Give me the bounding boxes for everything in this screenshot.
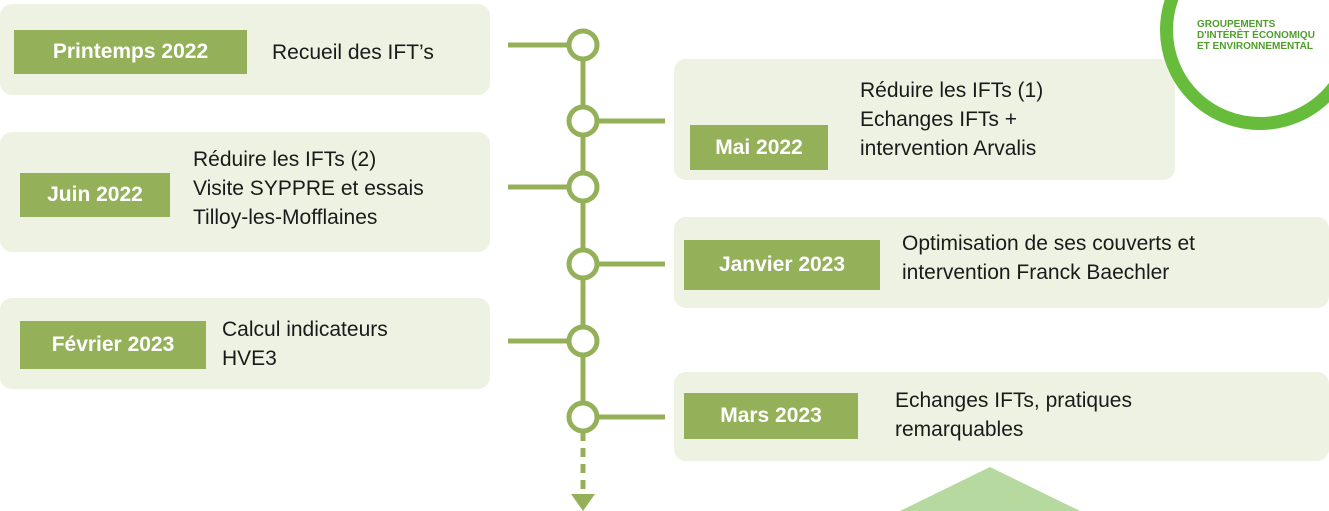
event-description-janvier-2023: Optimisation de ses couverts et interven… [902,232,1195,284]
event-date-fevrier-2023: Février 2023 [20,321,206,369]
timeline-node [566,324,600,358]
event-description-juin-2022: Réduire les IFTs (2) Visite SYPPRE et es… [193,148,424,229]
event-date-mai-2022: Mai 2022 [690,125,828,170]
event-description-fevrier-2023: Calcul indicateurs HVE3 [222,318,388,370]
event-description-mars-2023: Echanges IFTs, pratiques remarquables [895,389,1132,441]
event-date-printemps-2022: Printemps 2022 [14,30,247,74]
timeline-node [566,28,600,62]
event-date-mars-2023: Mars 2023 [684,393,858,439]
event-date-janvier-2023: Janvier 2023 [684,240,880,290]
event-description-printemps-2022: Recueil des IFT’s [272,41,434,64]
event-date-juin-2022: Juin 2022 [20,173,170,217]
timeline-node [566,104,600,138]
timeline-node [566,247,600,281]
event-description-mai-2022: Réduire les IFTs (1) Echanges IFTs + int… [860,79,1044,160]
timeline-arrow-head [571,494,595,511]
logo-text: GROUPEMENTS D'INTÉRÊT ÉCONOMIQU ET ENVIR… [1197,19,1315,52]
timeline-node [566,400,600,434]
timeline-node [566,170,600,204]
decorative-arrow-shape [900,467,1080,511]
